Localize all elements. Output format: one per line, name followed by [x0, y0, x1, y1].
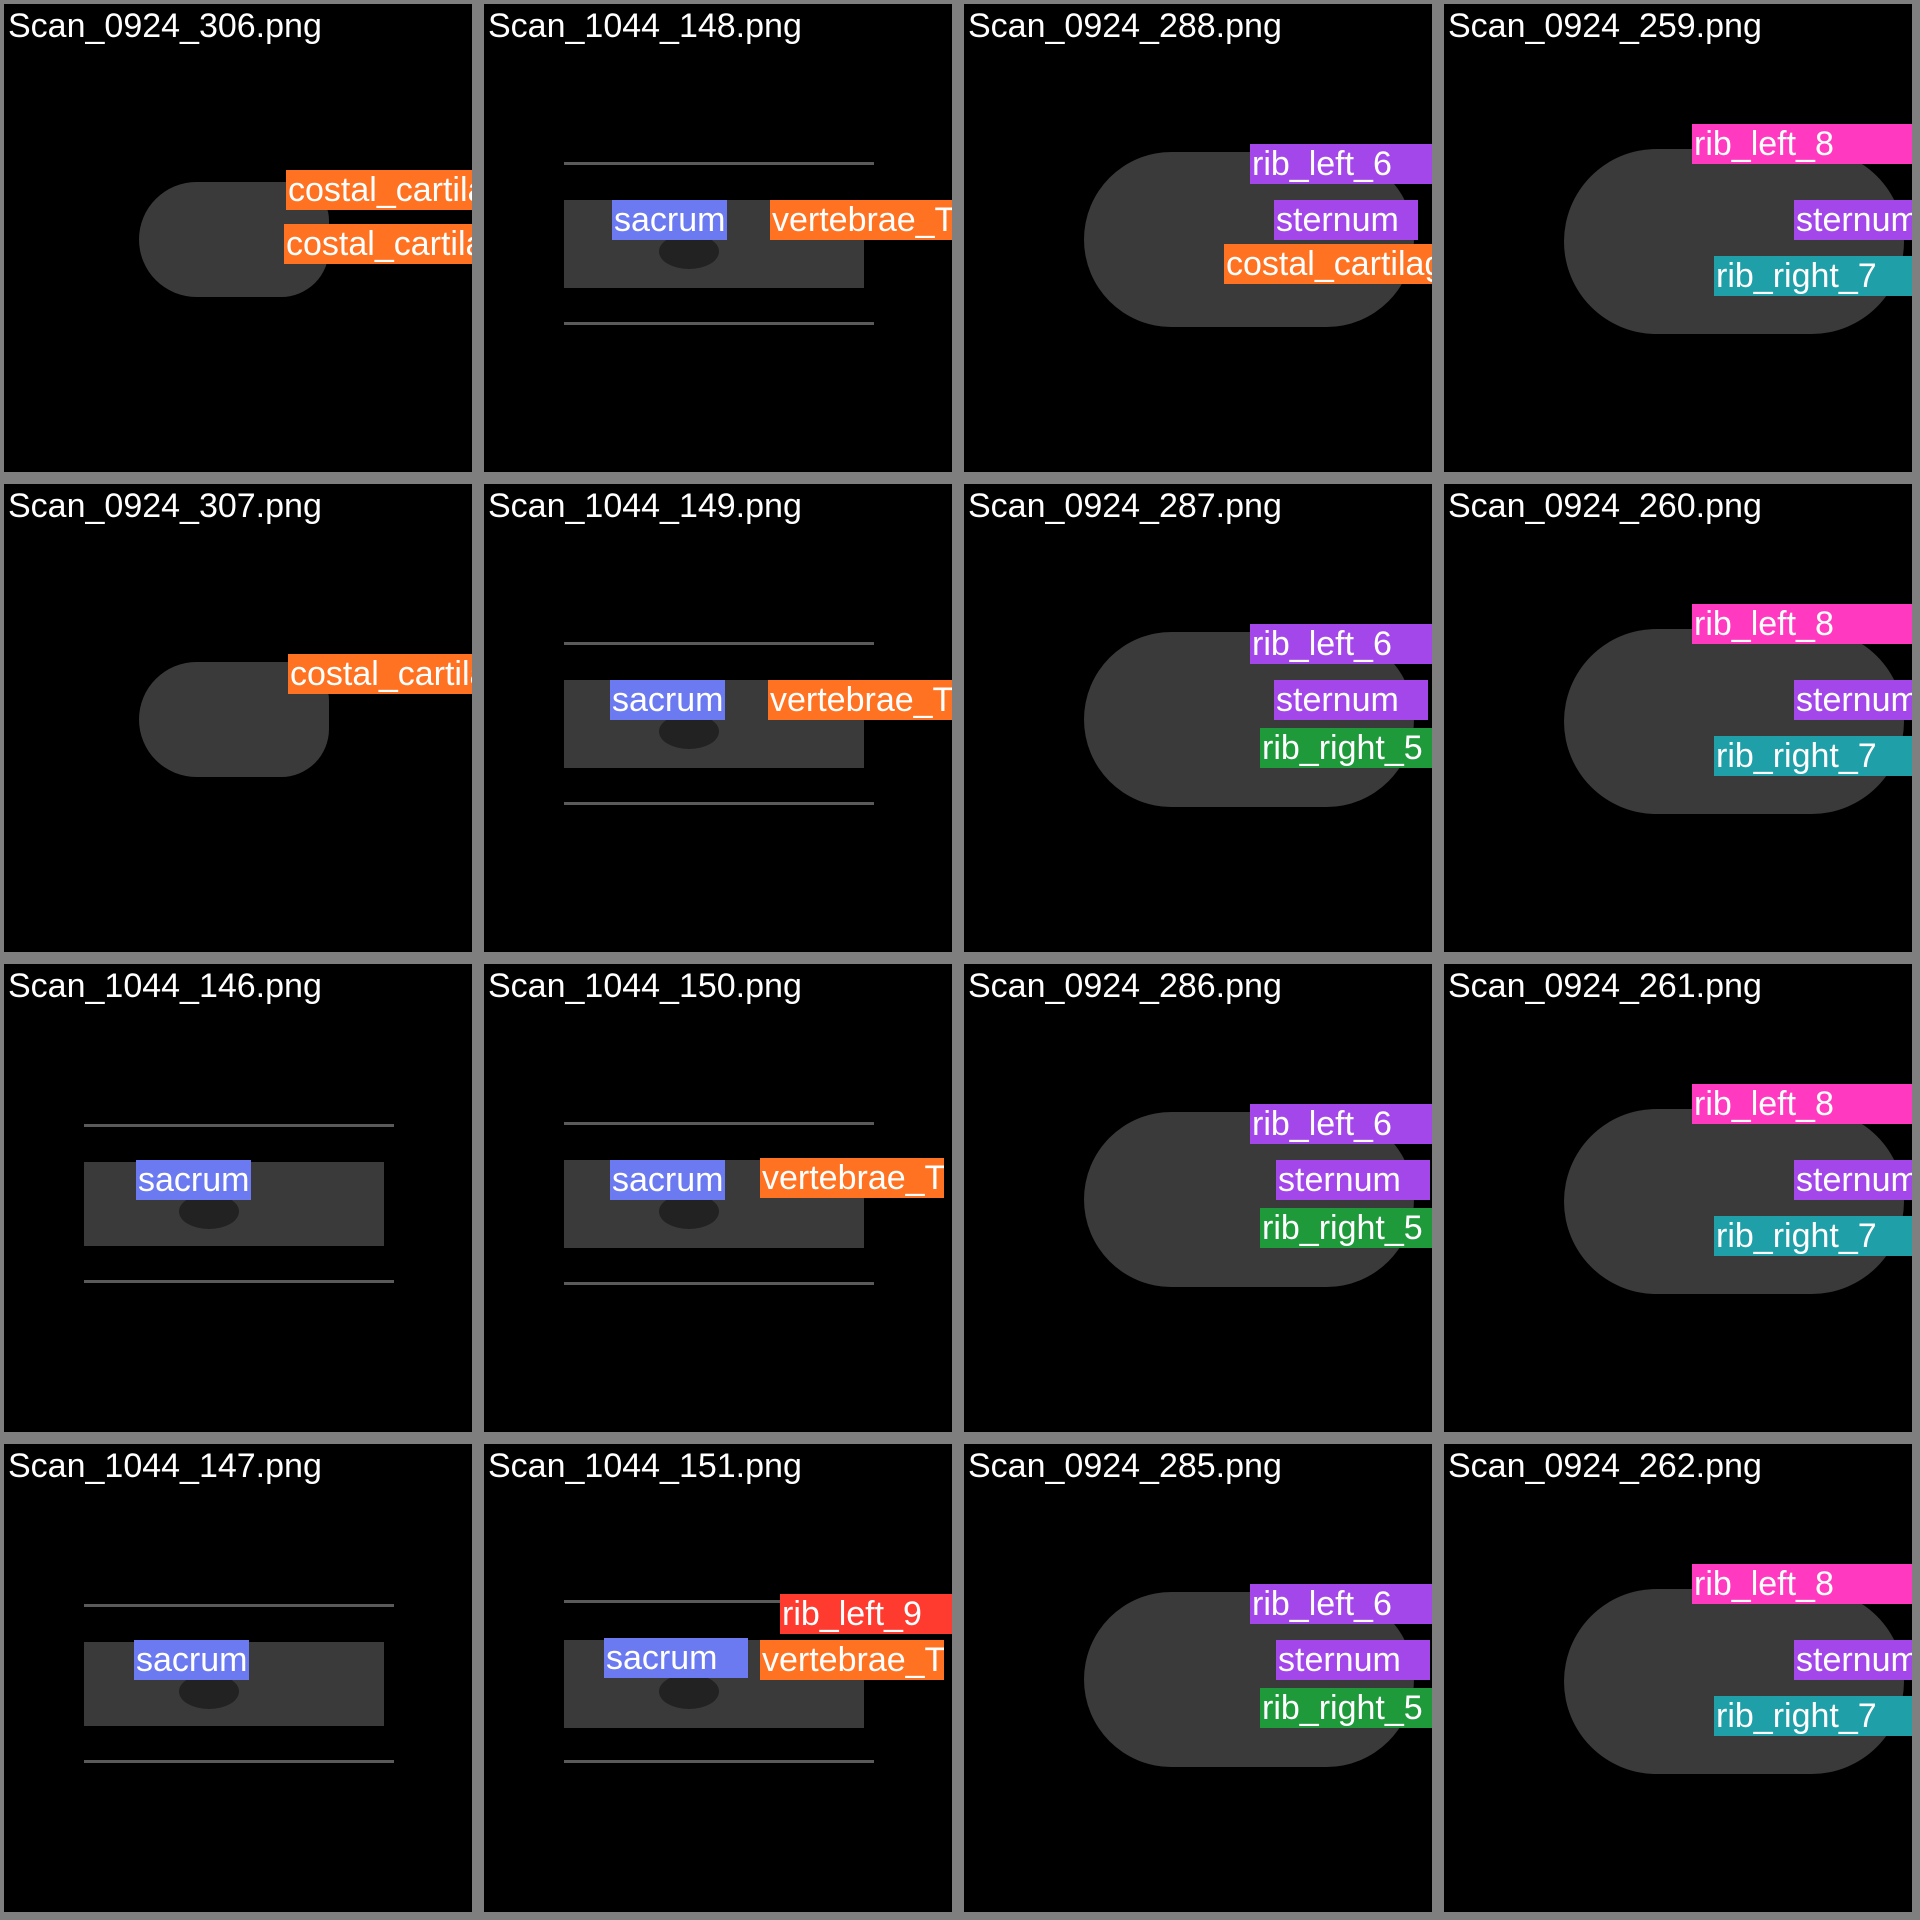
label-box: sternum: [1274, 200, 1418, 240]
label-box: costal_cartilages: [284, 224, 472, 264]
image-tile[interactable]: sacrum vertebrae_T9 Scan_1044_148.png: [484, 4, 952, 472]
scan-line: [564, 1760, 874, 1763]
label-box: costal_cartilages: [1224, 244, 1432, 284]
label-box: rib_right_7: [1714, 736, 1912, 776]
scan-line: [564, 1282, 874, 1285]
scan-line: [84, 1124, 394, 1127]
label-box: rib_left_9: [780, 1594, 952, 1634]
image-tile[interactable]: rib_left_9 sacrum vertebrae_T9 Scan_1044…: [484, 1444, 952, 1912]
label-box: rib_right_7: [1714, 1216, 1912, 1256]
image-filename: Scan_1044_150.png: [488, 967, 802, 1005]
image-filename: Scan_0924_307.png: [8, 487, 322, 525]
scan-line: [564, 322, 874, 325]
label-box: vertebrae_T9: [760, 1640, 944, 1680]
image-filename: Scan_1044_147.png: [8, 1447, 322, 1485]
image-filename: Scan_1044_151.png: [488, 1447, 802, 1485]
label-box: sternum: [1276, 1160, 1430, 1200]
label-box: sternum: [1794, 1640, 1912, 1680]
scan-line: [564, 162, 874, 165]
label-box: sacrum: [604, 1638, 748, 1678]
label-box: rib_left_6: [1250, 144, 1432, 184]
image-tile[interactable]: rib_left_6 sternum rib_right_5 Scan_0924…: [964, 964, 1432, 1432]
image-tile[interactable]: sacrum vertebrae_T9 Scan_1044_149.png: [484, 484, 952, 952]
image-tile[interactable]: rib_left_6 sternum rib_right_5 Scan_0924…: [964, 484, 1432, 952]
image-tile[interactable]: sacrum Scan_1044_147.png: [4, 1444, 472, 1912]
image-tile[interactable]: rib_left_8 sternum rib_right_7 Scan_0924…: [1444, 4, 1912, 472]
ct-scan-image: [1564, 629, 1904, 814]
image-tile[interactable]: sacrum vertebrae_T9 Scan_1044_150.png: [484, 964, 952, 1432]
label-box: sacrum: [136, 1160, 252, 1200]
scan-line: [84, 1604, 394, 1607]
ct-scan-image: [1564, 149, 1904, 334]
image-filename: Scan_0924_261.png: [1448, 967, 1762, 1005]
scan-line: [84, 1760, 394, 1763]
label-box: vertebrae_T9: [760, 1158, 944, 1198]
label-box: rib_left_8: [1692, 604, 1912, 644]
image-tile[interactable]: rib_left_8 sternum rib_right_7 Scan_0924…: [1444, 1444, 1912, 1912]
label-box: rib_right_5: [1260, 1688, 1432, 1728]
label-box: rib_left_6: [1250, 624, 1432, 664]
ct-scan-image: [1564, 1109, 1904, 1294]
label-box: sternum: [1276, 1640, 1430, 1680]
label-box: sacrum: [610, 1160, 726, 1200]
image-filename: Scan_0924_286.png: [968, 967, 1282, 1005]
image-filename: Scan_0924_259.png: [1448, 7, 1762, 45]
scan-line: [564, 1122, 874, 1125]
image-filename: Scan_0924_285.png: [968, 1447, 1282, 1485]
ct-scan-image: [1564, 1589, 1904, 1774]
scan-line: [564, 642, 874, 645]
image-filename: Scan_1044_146.png: [8, 967, 322, 1005]
label-box: rib_right_5: [1260, 728, 1432, 768]
image-tile[interactable]: costal_cartilages costal_cartilages Scan…: [4, 4, 472, 472]
image-filename: Scan_0924_260.png: [1448, 487, 1762, 525]
image-tile[interactable]: costal_cartilages Scan_0924_307.png: [4, 484, 472, 952]
scan-line: [564, 802, 874, 805]
label-box: rib_left_8: [1692, 124, 1912, 164]
label-box: costal_cartilages: [286, 170, 472, 210]
label-box: sternum: [1794, 1160, 1912, 1200]
image-tile[interactable]: costal_cartilages rib_left_6 sternum Sca…: [964, 4, 1432, 472]
label-box: rib_right_7: [1714, 256, 1912, 296]
label-box: sternum: [1794, 680, 1912, 720]
scan-line: [84, 1280, 394, 1283]
scan-line: [564, 1600, 874, 1603]
label-box: sacrum: [134, 1640, 250, 1680]
image-filename: Scan_0924_262.png: [1448, 1447, 1762, 1485]
image-filename: Scan_0924_288.png: [968, 7, 1282, 45]
ct-cavity: [659, 1674, 719, 1709]
label-box: sacrum: [612, 200, 728, 240]
label-box: rib_left_6: [1250, 1584, 1432, 1624]
image-filename: Scan_1044_149.png: [488, 487, 802, 525]
label-box: rib_right_5: [1260, 1208, 1432, 1248]
image-tile[interactable]: rib_left_6 sternum rib_right_5 Scan_0924…: [964, 1444, 1432, 1912]
image-filename: Scan_0924_306.png: [8, 7, 322, 45]
image-tile[interactable]: rib_left_8 sternum rib_right_7 Scan_0924…: [1444, 484, 1912, 952]
label-box: sacrum: [610, 680, 726, 720]
label-box: rib_left_6: [1250, 1104, 1432, 1144]
image-filename: Scan_0924_287.png: [968, 487, 1282, 525]
image-filename: Scan_1044_148.png: [488, 7, 802, 45]
label-box: sternum: [1794, 200, 1912, 240]
label-box: sternum: [1274, 680, 1428, 720]
label-box: vertebrae_T9: [770, 200, 952, 240]
label-box: vertebrae_T9: [768, 680, 952, 720]
label-box: costal_cartilages: [288, 654, 472, 694]
label-box: rib_right_7: [1714, 1696, 1912, 1736]
label-box: rib_left_8: [1692, 1084, 1912, 1124]
image-tile[interactable]: sacrum Scan_1044_146.png: [4, 964, 472, 1432]
image-tile[interactable]: rib_left_8 sternum rib_right_7 Scan_0924…: [1444, 964, 1912, 1432]
label-box: rib_left_8: [1692, 1564, 1912, 1604]
